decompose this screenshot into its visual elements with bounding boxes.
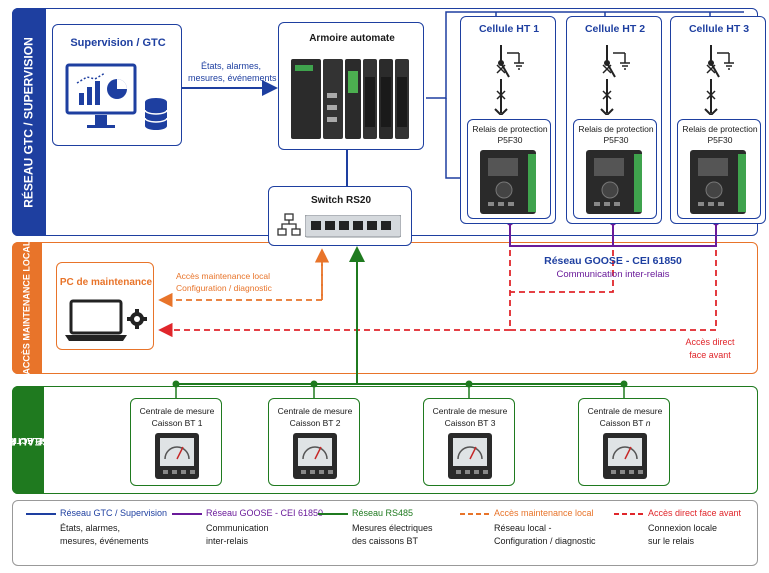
- cellule-title: Cellule HT 2: [584, 23, 646, 35]
- legend-swatch-2: [172, 513, 202, 515]
- switch-icon: [305, 215, 401, 238]
- switch-title: Switch RS20: [310, 195, 372, 206]
- database-icon: [144, 98, 168, 130]
- relay-device-icon: [690, 150, 746, 214]
- maint-zone-label: ACCÈS MAINTENANCE LOCAL: [12, 241, 42, 375]
- cellule-title: Cellule HT 1: [478, 23, 540, 35]
- circuit-breaker-icon: [600, 45, 630, 115]
- goose-label: Réseau GOOSE - CEI 61850 Communication i…: [520, 254, 706, 282]
- circuit-breaker-icon: [494, 45, 524, 115]
- pc-box: PC de maintenance: [56, 262, 154, 350]
- power-meter-icon: [603, 433, 647, 479]
- power-meter-icon: [293, 433, 337, 479]
- gtc-zone-label: RÉSEAU GTC / SUPERVISION: [12, 8, 46, 236]
- power-meter-icon: [448, 433, 492, 479]
- gtc-link-cellules: [426, 11, 744, 99]
- supervision-box: Supervision / GTC: [52, 24, 182, 146]
- armoire-box: Armoire automate: [278, 22, 424, 150]
- switch-box: Switch RS20: [268, 186, 412, 246]
- laptop-icon: [65, 299, 147, 341]
- cellule-title: Cellule HT 3: [688, 23, 750, 35]
- circuit-breaker-icon: [704, 45, 734, 115]
- legend-swatch-4: [460, 513, 490, 515]
- goose-subtitle: Communication inter-relais: [556, 269, 670, 280]
- relay-device-icon: [480, 150, 536, 214]
- gear-icon: [127, 309, 147, 329]
- plc-icon: [291, 59, 409, 139]
- supervision-title: Supervision / GTC: [70, 37, 166, 49]
- monitor-icon: [65, 63, 137, 128]
- legend-swatch-1: [26, 513, 56, 515]
- rs485-zone-label: RÉSEAU RS485MESURES ÉLECTRIQUES: [0, 386, 84, 494]
- legend-swatch-3: [318, 513, 348, 515]
- goose-title: Réseau GOOSE - CEI 61850: [544, 255, 682, 267]
- network-icon: [277, 213, 301, 236]
- gtc-link-label: États, alarmes,mesures, événements: [188, 61, 277, 83]
- legend: [12, 500, 758, 566]
- pc-title: PC de maintenance: [59, 277, 153, 288]
- relay-device-icon: [586, 150, 642, 214]
- power-meter-icon: [155, 433, 199, 479]
- armoire-title: Armoire automate: [309, 33, 395, 44]
- legend-swatch-5: [614, 513, 644, 515]
